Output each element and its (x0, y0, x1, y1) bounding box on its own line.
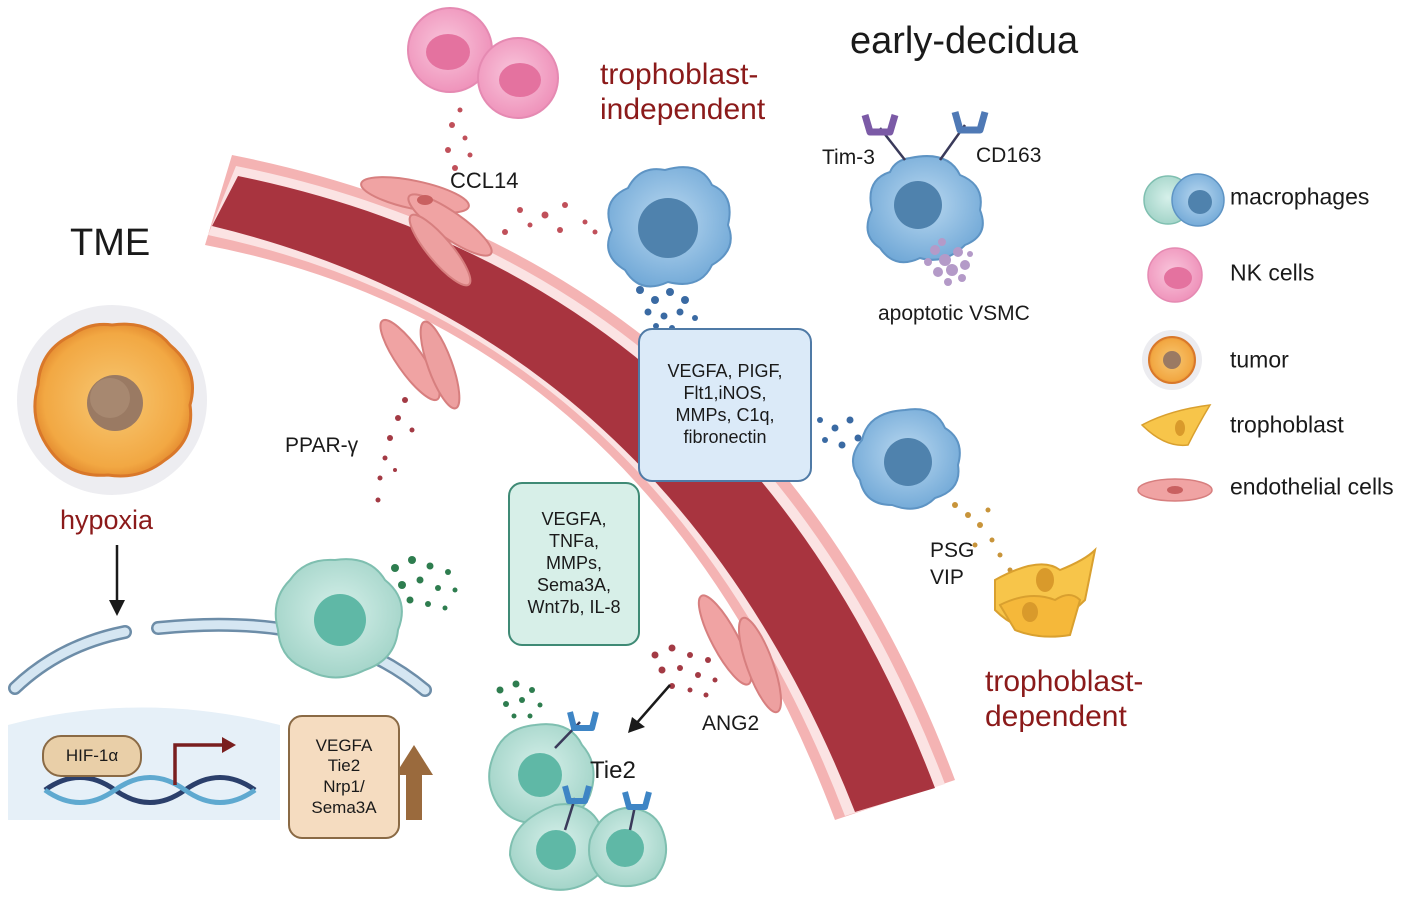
tme-factors-text: VEGFA, TNFa, MMPs, Sema3A, Wnt7b, IL-8 (527, 509, 621, 617)
psg-vip-dots (952, 502, 1013, 573)
apoptotic-vsmc (924, 238, 973, 286)
tie2-macrophages (488, 711, 668, 891)
hypoxia-arrow (109, 545, 125, 616)
title-tme: TME (70, 222, 151, 264)
nk-cells (407, 7, 559, 119)
label-trophoblast-independent: trophoblast- independent (600, 58, 766, 126)
legend-item-trophoblast: trophoblast (1140, 395, 1410, 455)
ang2-arrow (628, 684, 671, 733)
hif-target-genes-text: VEGFA Tie2 Nrp1/ Sema3A (311, 735, 377, 817)
label-cd163: CD163 (976, 144, 1042, 167)
ccl14-dots (445, 107, 598, 235)
dna-helix-icon (43, 775, 257, 805)
upregulation-arrow-icon (395, 745, 433, 820)
tme-factors-box: VEGFA, TNFa, MMPs, Sema3A, Wnt7b, IL-8 (508, 482, 640, 646)
trophoblast-cells (994, 546, 1097, 638)
label-ppar-gamma: PPAR-γ (285, 434, 359, 457)
macrophage-top (607, 166, 732, 288)
hif1a-label: HIF-1α (65, 746, 119, 765)
legend-label-tumor: tumor (1230, 346, 1289, 373)
label-tim3: Tim-3 (822, 146, 875, 169)
macrophage-factors-box: VEGFA, PIGF, Flt1,iNOS, MMPs, C1q, fibro… (638, 328, 812, 482)
label-tie2: Tie2 (590, 757, 636, 784)
ang2-dots (651, 644, 718, 698)
legend-label-endothelial-cells: endothelial cells (1230, 473, 1394, 500)
ppar-dots (375, 397, 415, 503)
endothelial-cells-top (360, 176, 493, 287)
legend-item-macrophages: macrophages (1140, 167, 1410, 227)
legend-item-tumor: tumor (1140, 330, 1410, 390)
endothelial-cells-middle (379, 318, 461, 410)
title-early-decidua: early-decidua (850, 20, 1079, 62)
legend-item-nk-cells: NK cells (1140, 243, 1410, 303)
transcription-arrow-icon (173, 737, 236, 785)
legend-label-macrophages: macrophages (1230, 183, 1370, 210)
label-ang2: ANG2 (702, 712, 760, 735)
label-trophoblast-dependent: trophoblast- dependent (985, 665, 1144, 733)
label-apoptotic-vsmc: apoptotic VSMC (878, 302, 1030, 325)
legend-label-trophoblast: trophoblast (1230, 411, 1344, 438)
legend-label-nk-cells: NK cells (1230, 259, 1315, 286)
hif1a-badge: HIF-1α (42, 735, 142, 777)
macrophage-secretion-dots (636, 286, 862, 449)
label-hypoxia: hypoxia (60, 505, 154, 535)
tumor-cell (17, 305, 207, 495)
decidua-macrophage (861, 111, 989, 264)
legend-icons (1137, 173, 1225, 502)
macrophage-right (852, 408, 961, 510)
macrophage-factors-text: VEGFA, PIGF, Flt1,iNOS, MMPs, C1q, fibro… (667, 361, 783, 447)
legend-item-endothelial-cells: endothelial cells (1140, 457, 1410, 517)
green-secretion-dots (391, 556, 543, 719)
endothelial-cells-bottom (697, 594, 783, 714)
label-ccl14: CCL14 (450, 168, 519, 193)
hif-target-genes-box: VEGFA Tie2 Nrp1/ Sema3A (288, 715, 400, 839)
label-psg-vip: PSG VIP (930, 539, 975, 590)
green-macrophage-membrane (274, 558, 403, 679)
